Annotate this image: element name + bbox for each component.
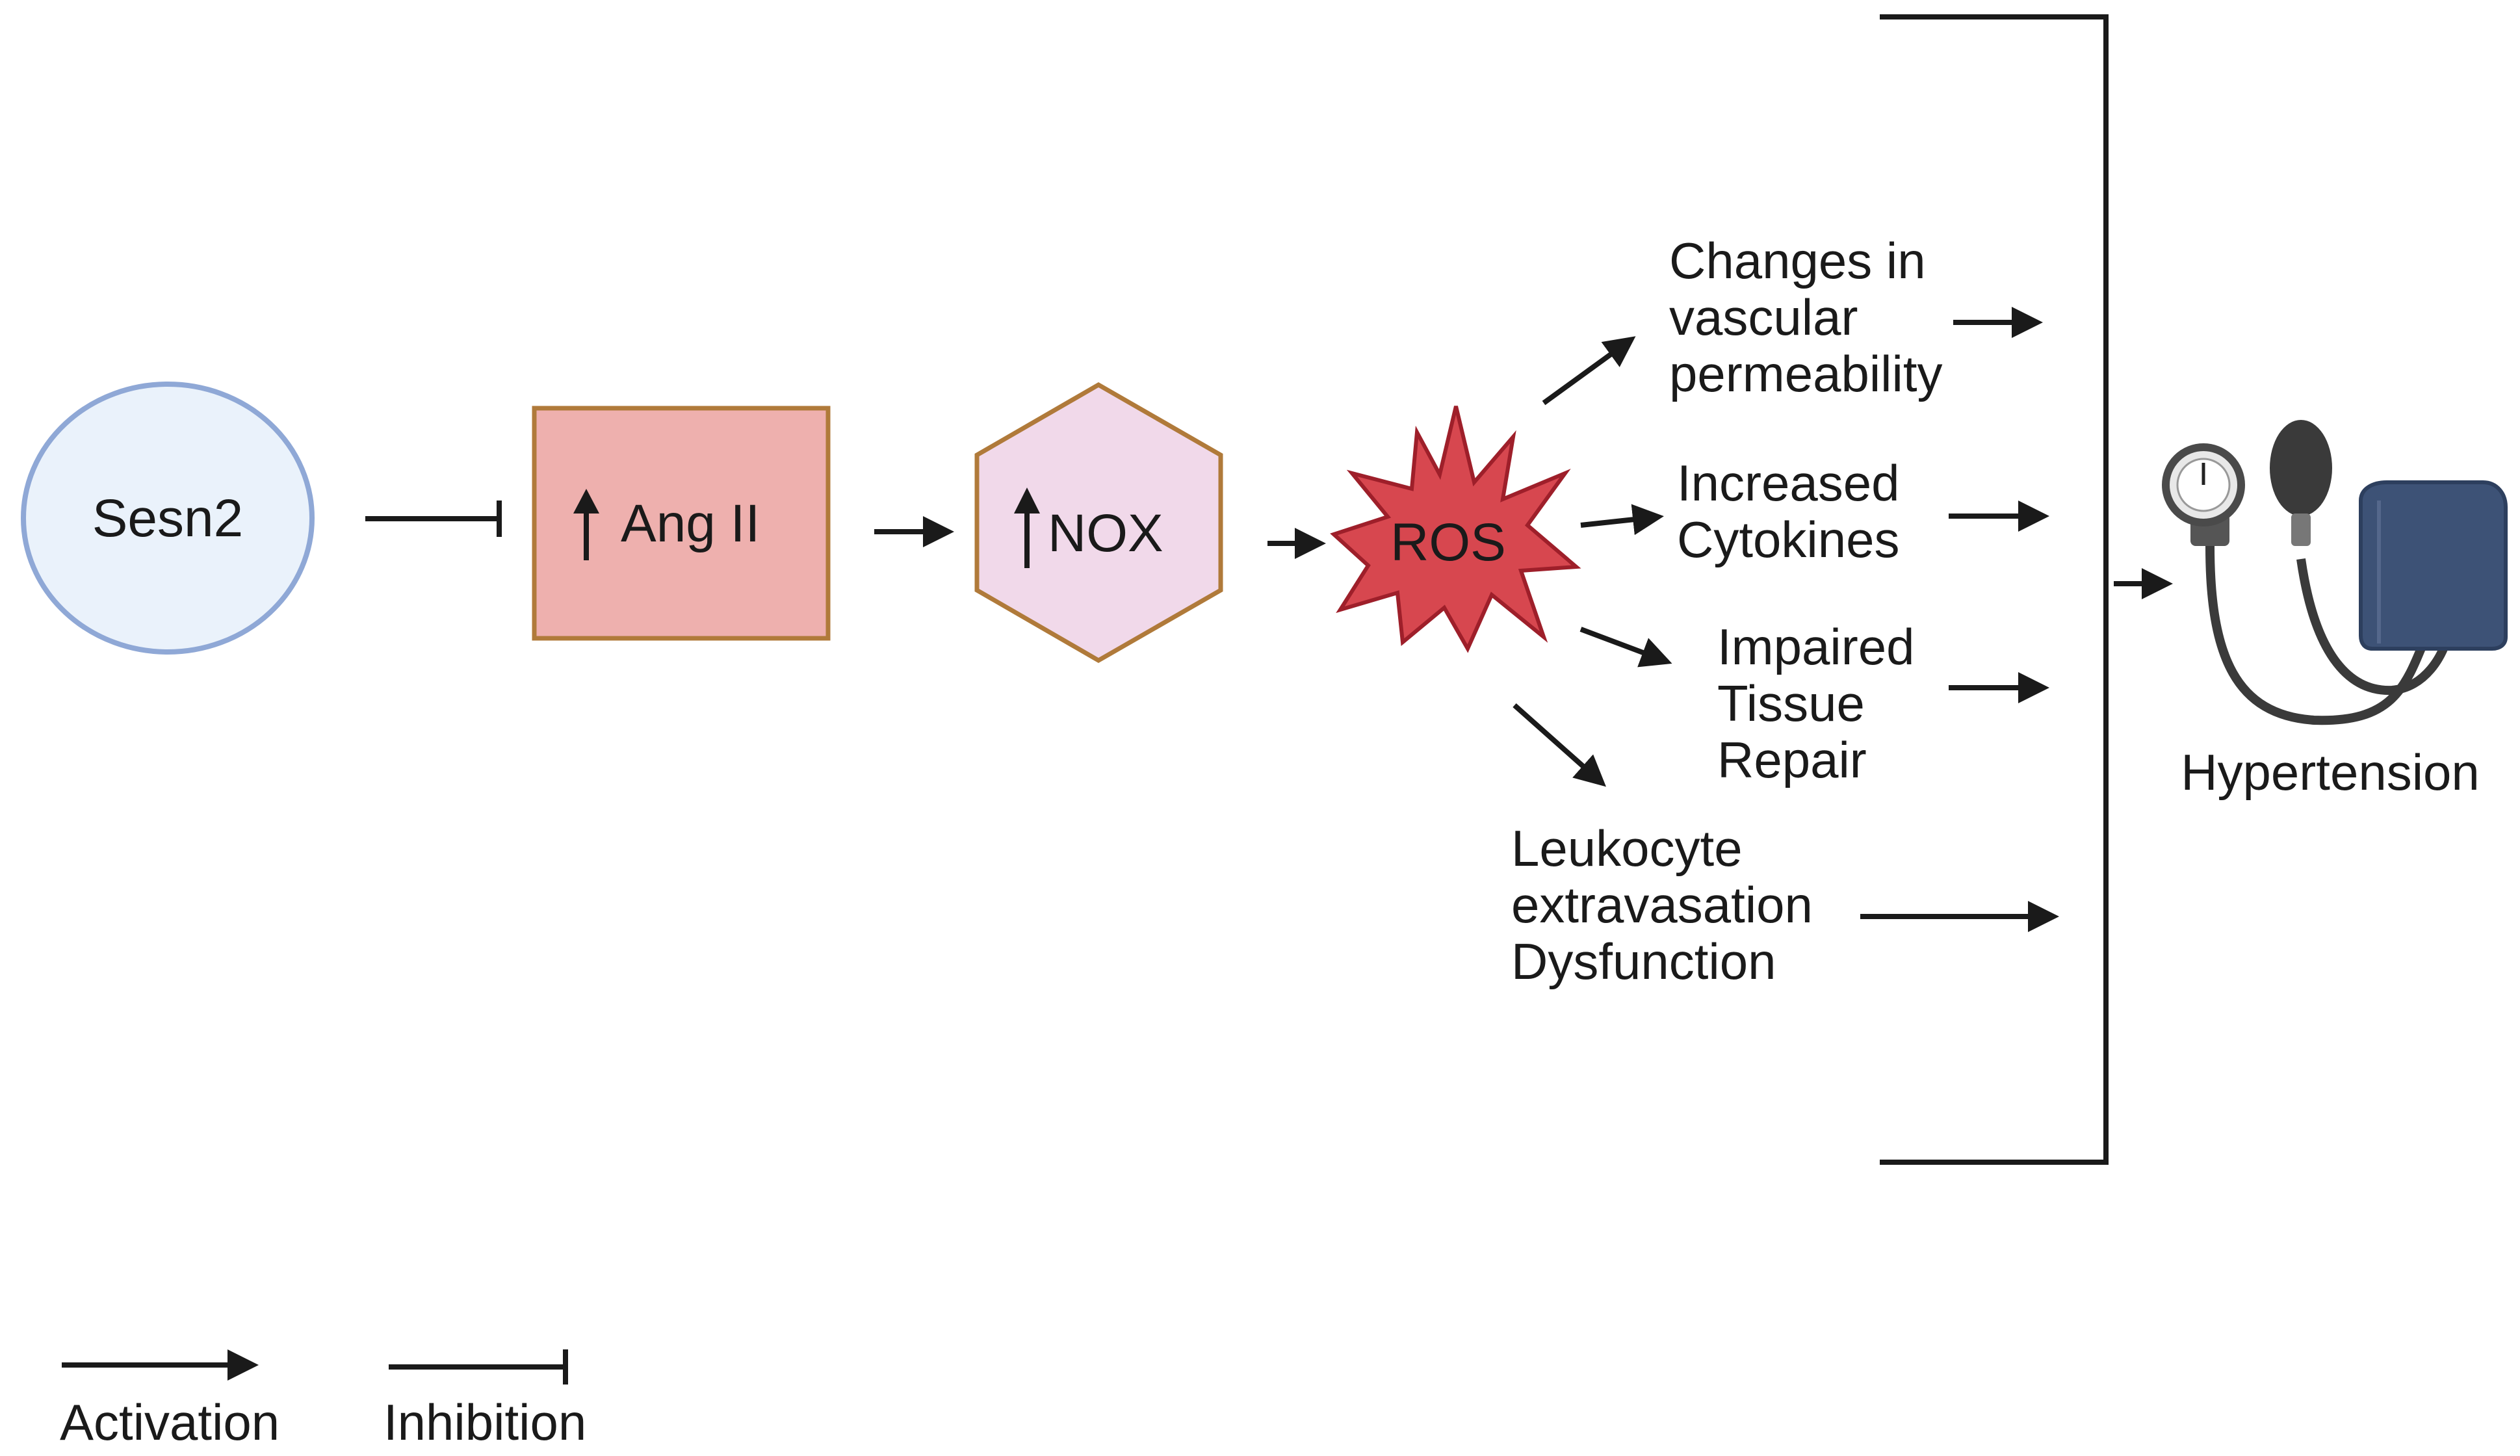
effect-vascular-line: Changes in — [1669, 232, 1926, 289]
blood-pressure-monitor-icon — [2162, 420, 2508, 725]
legend-activation-label: Activation — [60, 1394, 279, 1451]
effect-cytokines-line: Cytokines — [1677, 511, 1899, 568]
outcome-label: Hypertension — [2181, 744, 2480, 801]
effect-leukocyte-line: extravasation — [1511, 876, 1813, 933]
effect-vascular-permeability: Changes in vascular permeability — [1669, 232, 1943, 402]
effect-tissue-line: Repair — [1717, 731, 1867, 788]
nox-label: NOX — [1048, 504, 1163, 563]
nox-node: NOX — [974, 382, 1223, 664]
ros-label: ROS — [1390, 513, 1506, 572]
effect-impaired-tissue-repair: Impaired Tissue Repair — [1717, 618, 1929, 788]
effect-leukocyte-line: Dysfunction — [1511, 933, 1776, 990]
activation-arrow-ros-tissue — [1579, 627, 1672, 668]
effect-cytokines-line: Increased — [1677, 454, 1900, 512]
legend: Activation Inhibition — [60, 1349, 586, 1451]
sesn2-circle — [21, 382, 315, 655]
effect-tissue-line: Impaired — [1717, 618, 1914, 675]
sesn2-node: Sesn2 — [21, 382, 315, 655]
effect-tissue-line: Tissue — [1717, 675, 1865, 732]
ros-node: ROS — [1330, 406, 1581, 653]
ros-starburst — [1330, 406, 1581, 653]
nox-hexagon — [974, 382, 1223, 664]
effect-vascular-line: vascular — [1669, 289, 1858, 346]
ang2-label: Ang II — [621, 494, 760, 553]
legend-inhibition-label: Inhibition — [383, 1394, 586, 1451]
ang2-box — [532, 406, 831, 641]
up-arrow-icon — [1014, 488, 1040, 568]
ang2-node: Ang II — [532, 406, 831, 641]
effect-leukocyte-extravasation-dysfunction: Leukocyte extravasation Dysfunction — [1511, 820, 1827, 990]
activation-arrow-ros-cytokines — [1580, 504, 1664, 536]
convergence-bracket — [1880, 14, 2109, 1165]
inhibition-arrow-sesn2-ang2 — [365, 500, 502, 537]
activation-arrow-ros-vascular — [1542, 336, 1636, 406]
effect-leukocyte-line: Leukocyte — [1511, 820, 1743, 877]
up-arrow-icon — [573, 489, 599, 560]
activation-arrow-ros-leukocyte — [1513, 703, 1606, 787]
effect-increased-cytokines: Increased Cytokines — [1677, 454, 1914, 568]
sesn2-label: Sesn2 — [92, 489, 244, 548]
effect-vascular-line: permeability — [1669, 345, 1943, 402]
